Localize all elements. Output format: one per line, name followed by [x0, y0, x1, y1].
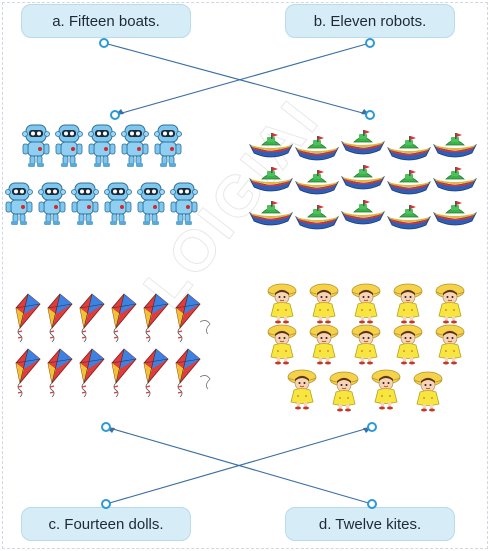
label-a-fifteen-boats: a. Fifteen boats.: [21, 4, 191, 38]
boats-group: [249, 129, 477, 230]
robot: [88, 124, 116, 168]
line-b-to-robots: [114, 42, 371, 116]
connector-dots: [99, 38, 377, 509]
robot: [170, 182, 198, 226]
robot: [121, 124, 149, 168]
doll: [329, 371, 359, 412]
doll: [287, 369, 317, 410]
kite: [175, 348, 201, 398]
doll: [435, 283, 465, 324]
dot-dolls[interactable]: [367, 422, 377, 432]
dot-boats[interactable]: [365, 110, 375, 120]
boat: [249, 132, 293, 158]
kite: [79, 293, 105, 343]
label-c-text: c. Fourteen dolls.: [48, 515, 164, 533]
doll: [413, 371, 443, 412]
dot-kites[interactable]: [101, 422, 111, 432]
kite: [175, 293, 201, 343]
label-d-text: d. Twelve kites.: [318, 515, 422, 533]
dot-d[interactable]: [367, 499, 377, 509]
doll: [371, 369, 401, 410]
doll: [351, 324, 381, 365]
kite: [143, 293, 169, 343]
robot: [22, 124, 50, 168]
kite: [15, 348, 41, 398]
boat: [249, 166, 293, 192]
line-a-to-boats: [103, 42, 371, 116]
kite: [79, 348, 105, 398]
kite: [47, 348, 73, 398]
doll: [309, 324, 339, 365]
boat: [295, 135, 339, 161]
boat: [249, 200, 293, 226]
boat: [295, 169, 339, 195]
kites-group: [15, 293, 211, 398]
label-b-eleven-robots: b. Eleven robots.: [285, 4, 455, 38]
kite: [15, 293, 41, 343]
doll: [309, 283, 339, 324]
boat: [387, 135, 431, 161]
boat: [295, 204, 339, 230]
kite: [47, 293, 73, 343]
robot: [104, 182, 132, 226]
boat: [433, 166, 477, 192]
doll: [267, 283, 297, 324]
boat: [433, 200, 477, 226]
dot-a[interactable]: [99, 38, 109, 48]
label-d-twelve-kites: d. Twelve kites.: [285, 507, 455, 541]
dot-robots[interactable]: [110, 110, 120, 120]
dot-c[interactable]: [101, 499, 111, 509]
kite: [111, 293, 137, 343]
robot: [38, 182, 66, 226]
doll: [267, 324, 297, 365]
doll: [393, 283, 423, 324]
dolls-group: [267, 283, 465, 412]
boat: [341, 164, 385, 190]
label-b-text: b. Eleven robots.: [313, 12, 427, 30]
robot: [55, 124, 83, 168]
robot: [154, 124, 182, 168]
boat: [341, 129, 385, 155]
kite: [143, 348, 169, 398]
robot: [137, 182, 165, 226]
boat: [387, 204, 431, 230]
doll: [351, 283, 381, 324]
kite: [111, 348, 137, 398]
label-a-text: a. Fifteen boats.: [52, 12, 160, 30]
robots-group: [5, 124, 198, 226]
doll: [393, 324, 423, 365]
line-d-to-kites: [105, 426, 373, 505]
robot: [71, 182, 99, 226]
connector-lines: [103, 42, 373, 505]
robot: [5, 182, 33, 226]
boat: [387, 169, 431, 195]
boat: [433, 132, 477, 158]
doll: [435, 324, 465, 365]
dot-b[interactable]: [365, 38, 375, 48]
boat: [341, 199, 385, 225]
